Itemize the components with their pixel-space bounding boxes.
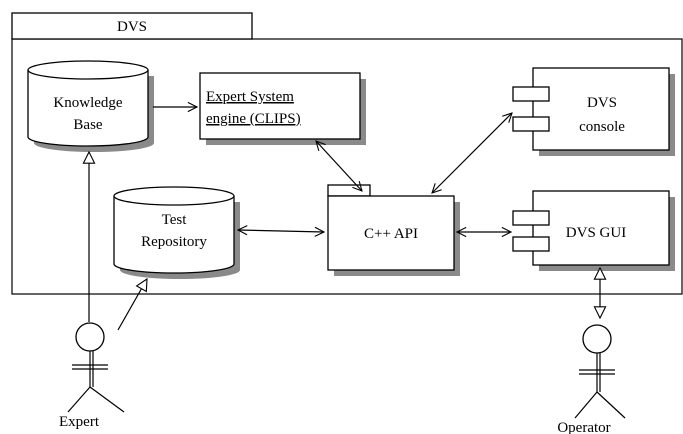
operator-label: Operator [557,420,610,434]
expert-system-api-link [316,141,362,191]
operator-right-leg [596,391,626,419]
package-frame [11,38,683,295]
connectors [89,107,600,331]
expert-system-component: Expert System engine (CLIPS) [199,72,366,145]
dvs-gui-port-bottom [512,236,550,252]
dvs-console-component: DVS console [512,67,675,156]
dvs-console-box [532,67,670,151]
operator-actor: Operator [557,324,626,434]
expert-right-leg [89,386,125,413]
test-repository-body [113,196,235,274]
package-title: DVS [117,19,147,35]
api-console-link [432,113,512,193]
cpp-api-tab [327,184,371,197]
dvs-console-label-2: console [579,119,625,135]
expert-left-leg [67,386,91,413]
repository-api-link [238,230,324,232]
expert-label: Expert [59,414,100,430]
test-repository-label-2: Repository [141,234,207,250]
knowledge-base-datastore: Knowledge Base [27,60,154,152]
test-repository-label-1: Test [162,212,188,228]
knowledge-base-label-2: Base [73,117,103,133]
knowledge-base-body [27,70,149,147]
knowledge-base-top [27,60,149,80]
dvs-gui-box [532,190,670,266]
dvs-console-label-1: DVS [587,95,617,111]
expert-actor: Expert [59,322,125,430]
operator-head-icon [582,324,612,354]
package-tab [11,12,253,40]
expert-head-icon [75,322,105,352]
dvs-gui-port-top [512,210,550,226]
knowledge-base-label-1: Knowledge [53,95,122,111]
cpp-api-box [327,195,455,271]
test-repository-datastore: Test Repository [113,186,240,279]
expert-system-label-2: engine (CLIPS) [206,111,301,127]
dvs-gui-label: DVS GUI [566,225,626,241]
test-repository-top [113,186,235,206]
operator-left-leg [574,391,598,419]
dvs-gui-component: DVS GUI [512,190,675,271]
expert-system-box [199,72,361,140]
dvs-console-port-top [512,86,550,102]
dvs-package: DVS [11,12,683,295]
expert-to-repository-realization [117,279,147,331]
dvs-console-port-bottom [512,116,550,132]
cpp-api-label: C++ API [364,226,418,242]
expert-system-label-1: Expert System [206,89,294,105]
cpp-api-package: C++ API [327,184,460,276]
